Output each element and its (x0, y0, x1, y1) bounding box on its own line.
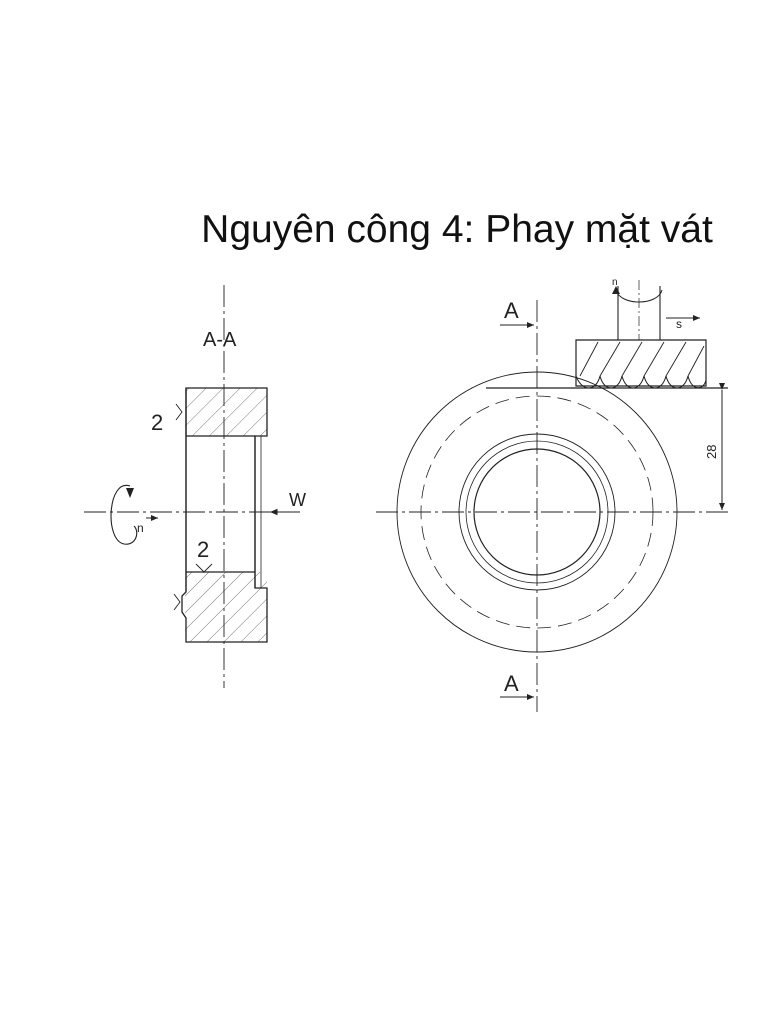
cutter-rotation-label: n (612, 277, 618, 288)
milling-cutter (575, 339, 707, 387)
front-view (376, 280, 728, 712)
feed-label: s (676, 317, 682, 331)
section-mark-bottom: A (504, 671, 519, 696)
section-label: A-A (203, 329, 237, 351)
page-title: Nguyên công 4: Phay mặt vát (201, 208, 713, 251)
surface-mark-bottom-symbol (195, 563, 213, 573)
clamp-force-label: W (289, 490, 306, 510)
section-view (84, 285, 300, 688)
section-wall-top (185, 388, 267, 436)
surface-mark-top-label: 2 (151, 410, 163, 435)
section-mark-top: A (504, 298, 519, 323)
rotation-arrow (110, 484, 138, 545)
surface-mark-top-symbol (175, 403, 183, 421)
surface-mark-bottom-label: 2 (197, 537, 209, 562)
dimension-value: 28 (704, 445, 719, 459)
section-outline (181, 387, 268, 643)
rotation-label: n (137, 521, 144, 535)
section-wall-bottom (185, 572, 267, 642)
